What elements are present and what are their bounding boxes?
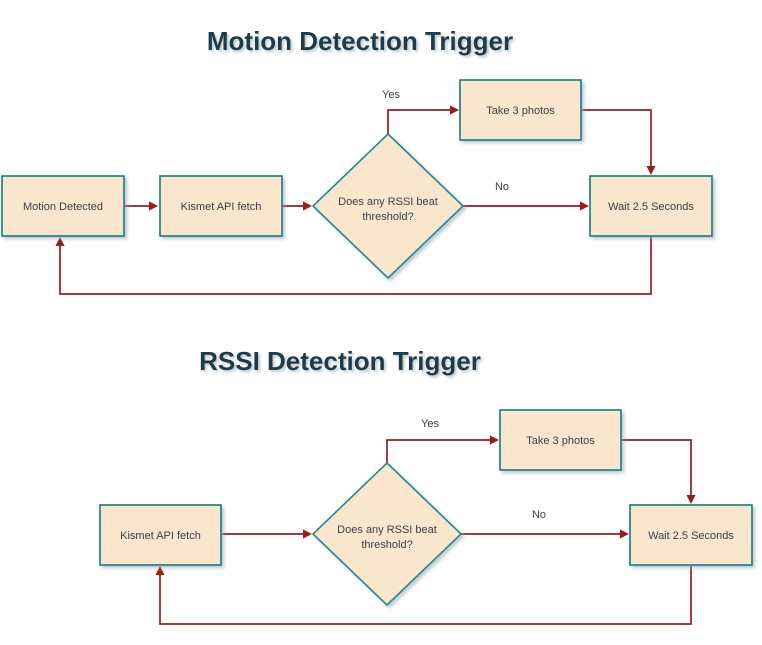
edge-line bbox=[581, 109, 652, 169]
node-label: Kismet API fetch bbox=[120, 530, 201, 542]
node-shape-rect bbox=[499, 409, 622, 471]
node-wait-2-5-seconds-2[interactable]: Wait 2.5 Seconds bbox=[629, 504, 753, 566]
node-label-line-2: threshold? bbox=[362, 211, 413, 223]
node-shape-diamond bbox=[311, 461, 463, 607]
edge-line bbox=[387, 109, 453, 134]
node-shape-rect bbox=[629, 504, 753, 566]
edge-line bbox=[59, 236, 652, 295]
node-take-3-photos[interactable]: Take 3 photos bbox=[459, 79, 582, 141]
arrowhead-icon bbox=[686, 495, 696, 504]
edge-wait-to-motion-loop bbox=[55, 236, 652, 295]
node-label: Take 3 photos bbox=[486, 105, 555, 117]
node-shape-rect bbox=[459, 79, 582, 141]
diagram-rssi-detection-trigger: Kismet API fetch Does any RSSI beat thresh… bbox=[99, 346, 753, 625]
arrowhead-icon bbox=[149, 201, 158, 211]
node-rssi-decision[interactable]: Does any RSSI beat threshold? bbox=[311, 132, 465, 280]
arrowhead-icon bbox=[155, 566, 165, 575]
edge-decision2-no-to-wait2 bbox=[461, 529, 629, 539]
edge-label-decision-yes-to-photos: Yes bbox=[382, 89, 400, 101]
edge-kismet2-to-decision2 bbox=[221, 529, 312, 539]
node-label-line-1: Does any RSSI beat bbox=[337, 524, 437, 536]
edge-line bbox=[621, 439, 692, 498]
arrowhead-icon bbox=[646, 166, 656, 175]
edge-line bbox=[159, 565, 692, 625]
diagram-title-motion-detection-trigger: Motion Detection Trigger bbox=[207, 26, 513, 56]
edge-photos-to-wait bbox=[581, 109, 656, 175]
edge-decision-yes-to-photos bbox=[387, 105, 459, 134]
arrowhead-icon bbox=[450, 105, 459, 115]
edge-kismet-to-decision bbox=[282, 201, 312, 211]
node-shape-rect bbox=[99, 504, 222, 566]
node-rssi-decision-2[interactable]: Does any RSSI beat threshold? bbox=[311, 461, 463, 607]
edge-decision-no-to-wait bbox=[463, 201, 589, 211]
arrowhead-icon bbox=[55, 237, 65, 246]
edge-label-decision2-yes-to-photos2: Yes bbox=[421, 418, 439, 430]
node-label: Wait 2.5 Seconds bbox=[608, 201, 694, 213]
diagram-title-rssi-detection-trigger: RSSI Detection Trigger bbox=[199, 346, 481, 376]
arrowhead-icon bbox=[580, 201, 589, 211]
node-wait-2-5-seconds[interactable]: Wait 2.5 Seconds bbox=[589, 175, 713, 237]
arrowhead-icon bbox=[490, 435, 499, 445]
edge-label-decision-no-to-wait: No bbox=[495, 181, 509, 193]
arrowhead-icon bbox=[303, 529, 312, 539]
node-shape-diamond bbox=[311, 132, 465, 280]
node-motion-detected[interactable]: Motion Detected bbox=[1, 175, 125, 237]
node-label: Wait 2.5 Seconds bbox=[648, 530, 734, 542]
node-label: Take 3 photos bbox=[526, 435, 595, 447]
node-shape-rect bbox=[159, 175, 283, 237]
edge-decision2-yes-to-photos2 bbox=[386, 435, 499, 463]
node-shape-rect bbox=[589, 175, 713, 237]
node-label: Motion Detected bbox=[23, 201, 103, 213]
edge-wait2-to-kismet2-loop bbox=[155, 565, 692, 625]
diagram-motion-detection-trigger: Motion Detected Kismet API fetch Does any … bbox=[1, 26, 713, 295]
node-take-3-photos-2[interactable]: Take 3 photos bbox=[499, 409, 622, 471]
arrowhead-icon bbox=[303, 201, 312, 211]
node-label-line-1: Does any RSSI beat bbox=[338, 196, 438, 208]
edge-label-decision2-no-to-wait2: No bbox=[532, 509, 546, 521]
edge-motion-to-kismet bbox=[124, 201, 158, 211]
edge-line bbox=[386, 439, 493, 463]
arrowhead-icon bbox=[620, 529, 629, 539]
node-kismet-api-fetch-2[interactable]: Kismet API fetch bbox=[99, 504, 222, 566]
node-kismet-api-fetch[interactable]: Kismet API fetch bbox=[159, 175, 283, 237]
node-label-line-2: threshold? bbox=[361, 539, 412, 551]
node-label: Kismet API fetch bbox=[181, 201, 262, 213]
edge-photos2-to-wait2 bbox=[621, 439, 696, 504]
node-shape-rect bbox=[1, 175, 125, 237]
